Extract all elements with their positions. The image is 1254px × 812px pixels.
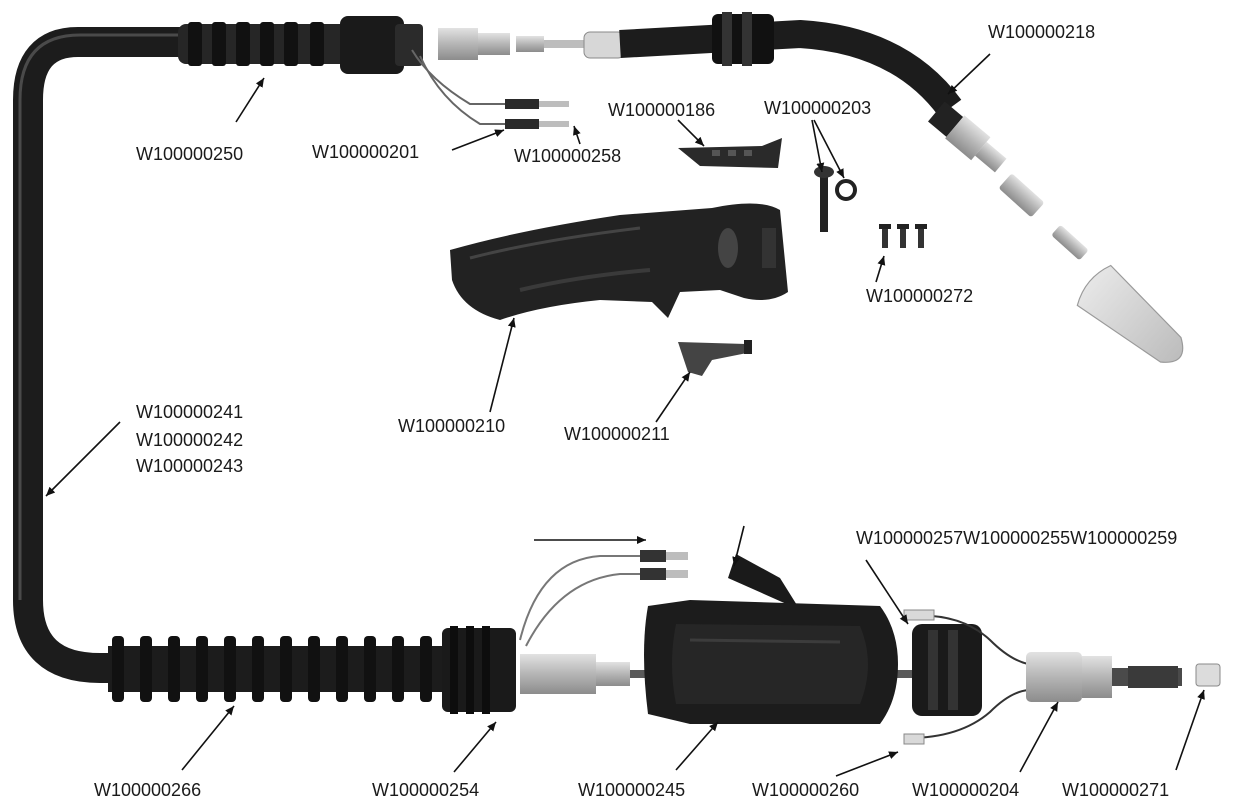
leader-203a bbox=[811, 119, 825, 173]
label-trigger: W100000211 bbox=[564, 424, 670, 444]
leader-186 bbox=[677, 119, 705, 147]
label-central-adapter: W100000204 bbox=[912, 780, 1020, 800]
trigger bbox=[678, 340, 752, 376]
label-connector-parts: W100000257W100000255W100000259 bbox=[856, 528, 1178, 548]
leader-254 bbox=[453, 721, 497, 773]
nozzle bbox=[1076, 264, 1184, 363]
leader-271 bbox=[1175, 689, 1205, 771]
leader-lever bbox=[732, 525, 745, 567]
leader-204 bbox=[1019, 701, 1059, 773]
leader-241 bbox=[45, 421, 121, 497]
label-cable-3: W100000243 bbox=[136, 456, 244, 476]
screw-and-nut bbox=[814, 166, 857, 232]
label-trigger-wires: W100000201 bbox=[312, 142, 420, 162]
top-metal-connector bbox=[438, 28, 625, 60]
label-gooseneck: W100000218 bbox=[988, 22, 1096, 42]
label-cable-2: W100000242 bbox=[136, 430, 244, 450]
label-handle: W100000210 bbox=[398, 416, 506, 436]
leader-201 bbox=[451, 129, 505, 151]
end-nut bbox=[1195, 663, 1221, 687]
leader-218 bbox=[947, 53, 991, 95]
connector-handle bbox=[644, 554, 898, 724]
label-cable-1: W100000241 bbox=[136, 402, 244, 422]
leader-211 bbox=[655, 371, 691, 423]
terminal-1 bbox=[505, 99, 539, 109]
ring-nut bbox=[912, 624, 982, 716]
label-wire-terminals: W100000258 bbox=[514, 146, 622, 166]
leader-257 bbox=[865, 559, 909, 625]
leader-203b bbox=[813, 119, 845, 179]
label-end-nut: W100000271 bbox=[1062, 780, 1170, 800]
leader-250 bbox=[235, 77, 265, 123]
label-connector-handle: W100000245 bbox=[578, 780, 686, 800]
contact-tip bbox=[1052, 225, 1088, 260]
leader-210 bbox=[489, 317, 516, 413]
label-cable-sleeve: W100000254 bbox=[372, 780, 480, 800]
label-rear-spring-guard: W100000266 bbox=[94, 780, 202, 800]
torch-cable bbox=[12, 27, 215, 683]
cable-highlight bbox=[18, 33, 200, 600]
cable-sleeve bbox=[442, 626, 516, 714]
gooseneck-grip bbox=[712, 12, 774, 66]
bottom-wire-2 bbox=[525, 573, 640, 647]
label-pin-terminal: W100000260 bbox=[752, 780, 860, 800]
leader-245 bbox=[675, 721, 719, 771]
central-adapter bbox=[1026, 652, 1182, 702]
handle-plate bbox=[678, 138, 782, 168]
label-rear-spring: W100000250 bbox=[136, 144, 244, 164]
leader-258 bbox=[573, 125, 581, 145]
bottom-wire-1 bbox=[519, 555, 640, 641]
rear-spring-guard-top bbox=[178, 16, 423, 74]
gooseneck-end bbox=[928, 101, 1007, 173]
pistol-handle bbox=[450, 203, 788, 320]
rear-spring-guard-bottom bbox=[108, 636, 452, 702]
label-screw-nut: W100000203 bbox=[764, 98, 872, 118]
terminal-2 bbox=[505, 119, 539, 129]
leader-266 bbox=[181, 705, 235, 771]
leader-260 bbox=[835, 751, 899, 777]
gooseneck-tube bbox=[619, 19, 962, 117]
label-handle-plate: W100000186 bbox=[608, 100, 716, 120]
label-screws: W100000272 bbox=[866, 286, 974, 306]
top-trigger-wire bbox=[411, 49, 505, 105]
leader-272 bbox=[875, 255, 886, 283]
gas-diffuser bbox=[999, 174, 1044, 217]
top-trigger-wire-2 bbox=[419, 55, 505, 125]
small-screws bbox=[879, 224, 927, 248]
